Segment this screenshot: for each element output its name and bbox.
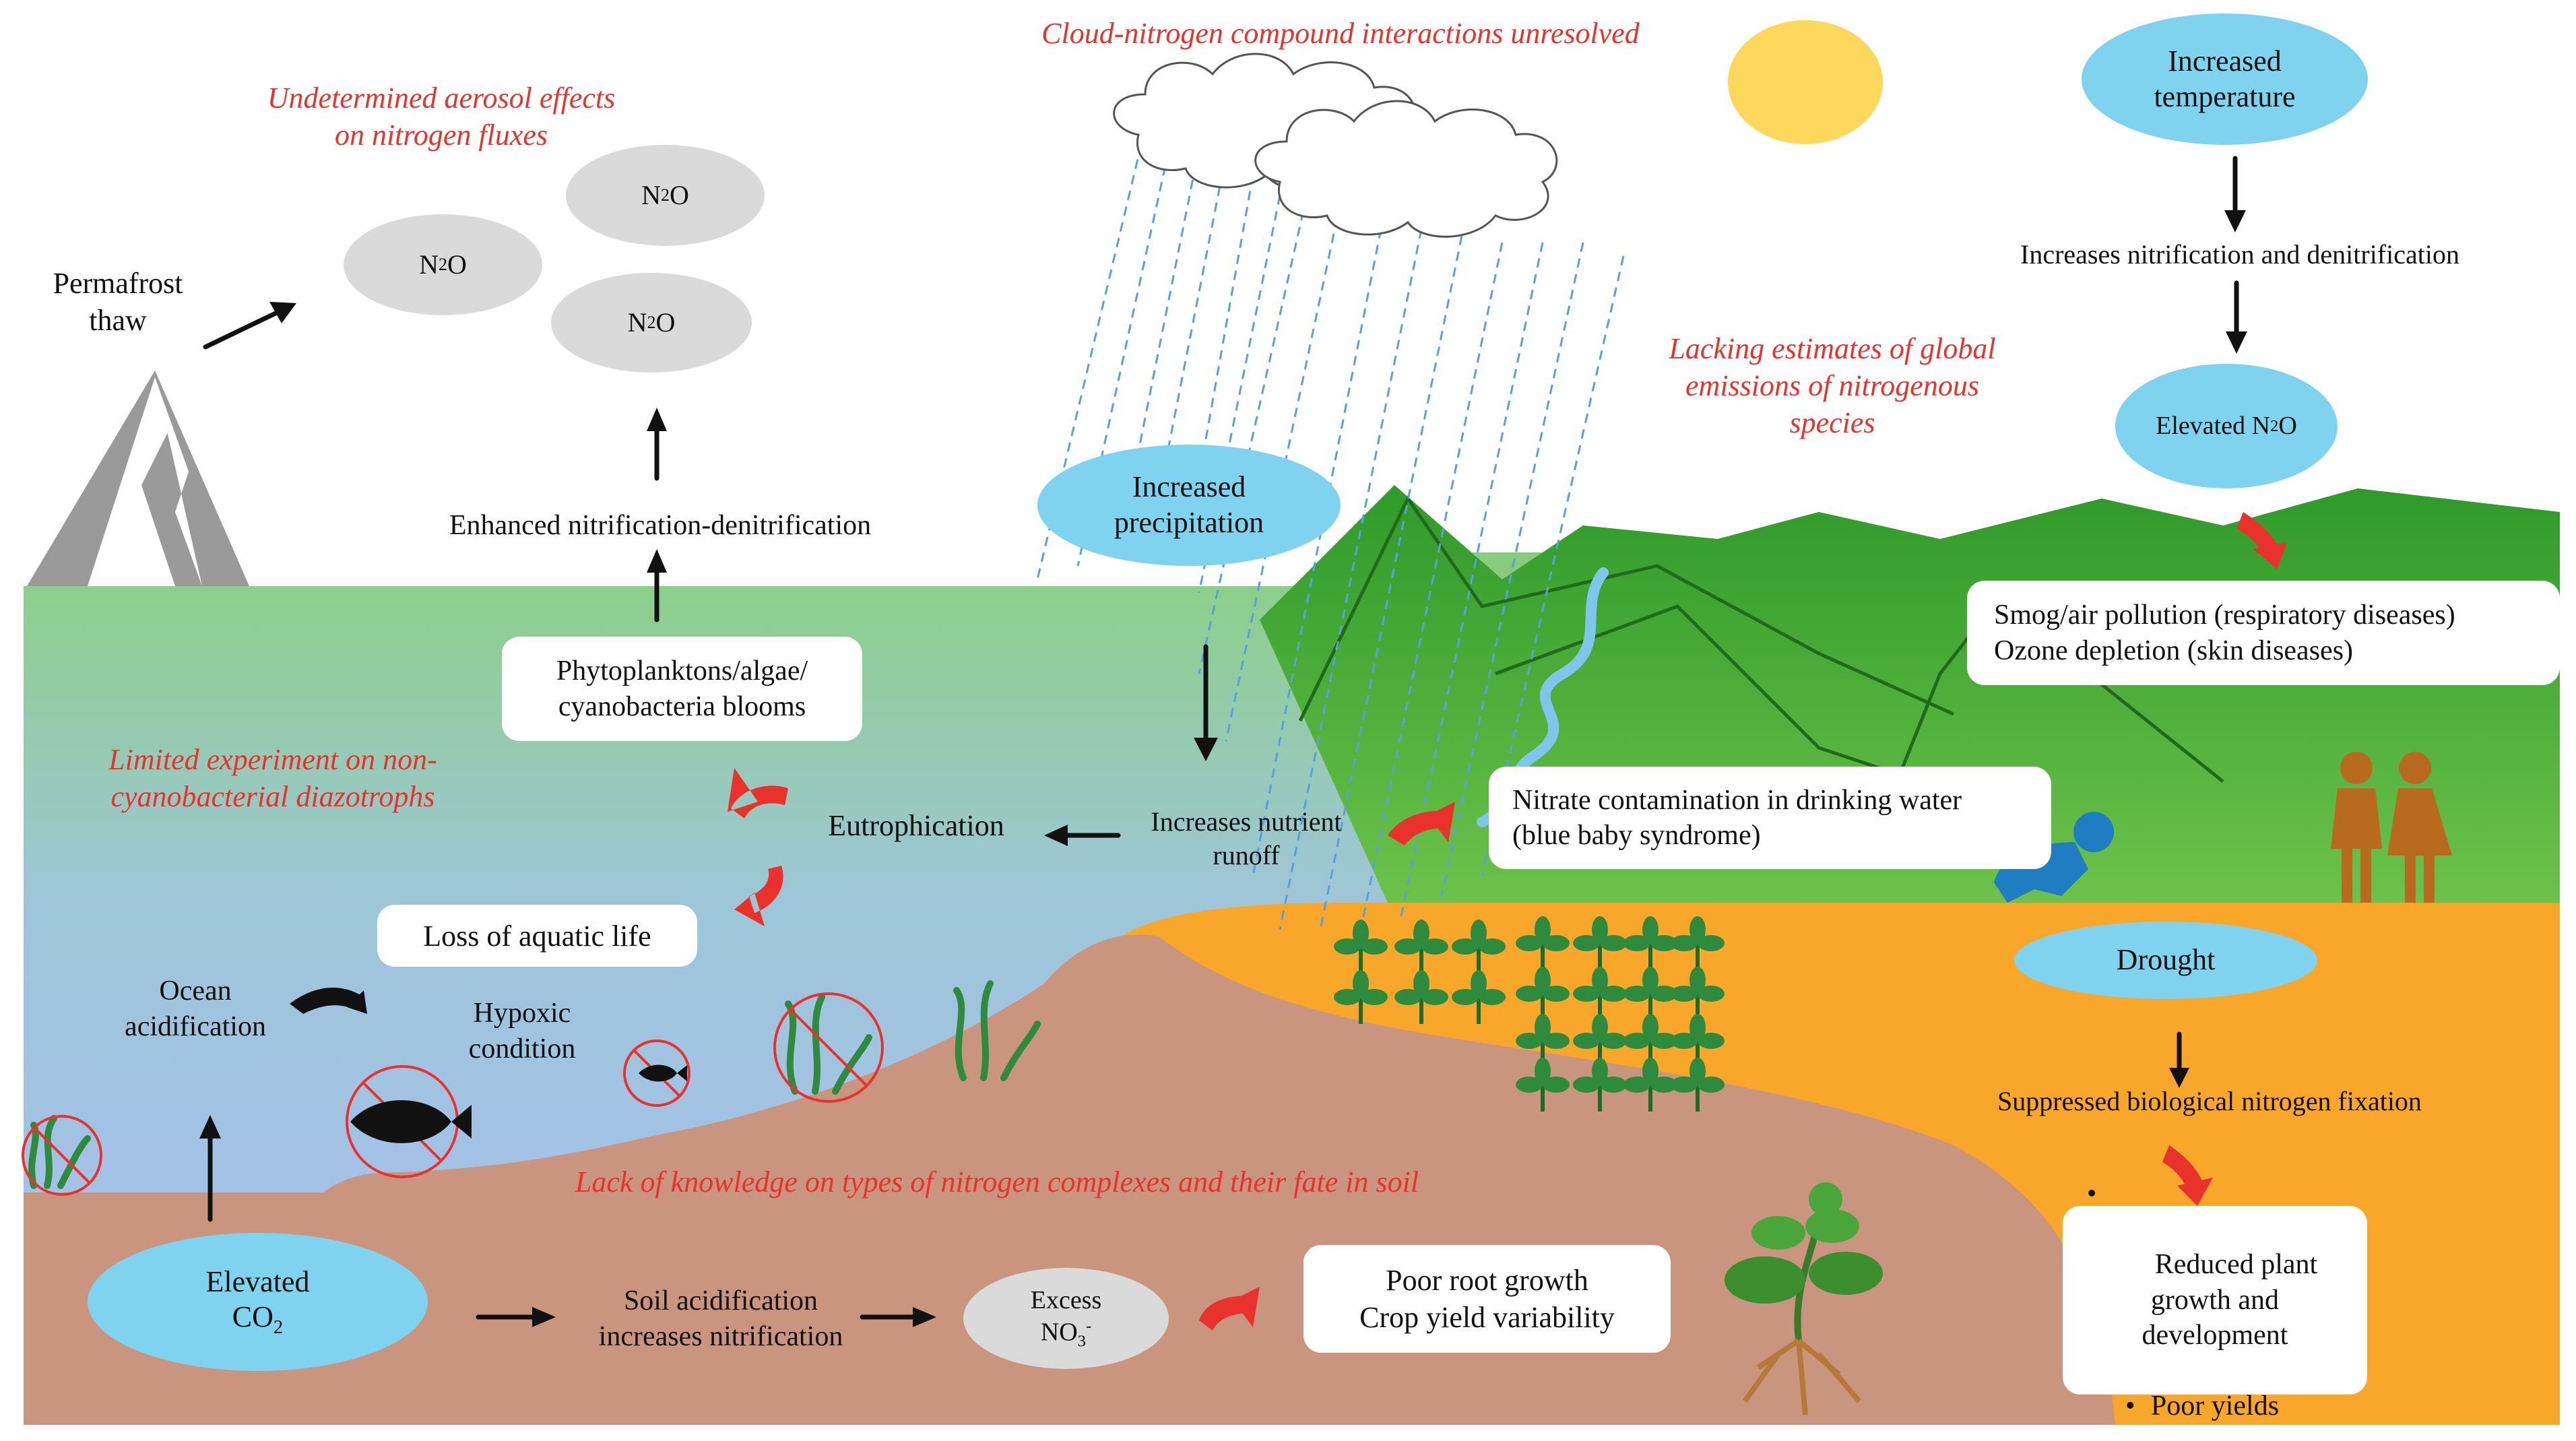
seedling-icon xyxy=(1623,967,1677,1021)
n2o-sub: 2 xyxy=(661,185,670,205)
arrow-heads xyxy=(199,210,2247,1327)
n2o-text: N xyxy=(627,307,647,338)
eutrophication-label: Eutrophication xyxy=(828,809,1004,842)
gap-diazotrophs: Limited experiment on non- cyanobacteria… xyxy=(108,743,437,813)
increased-precipitation-text: Increased precipitation xyxy=(1114,470,1264,539)
permafrost-label: Permafrost thaw xyxy=(53,267,183,337)
mountain-snow xyxy=(88,377,202,586)
hypoxic-label: Hypoxic condition xyxy=(468,998,576,1064)
seedling-icon xyxy=(1671,1014,1725,1068)
co2-main: CO xyxy=(232,1300,273,1334)
excess-no3-oval: Excess NO3- xyxy=(963,1268,1169,1369)
no3-sub: 3 xyxy=(1077,1332,1086,1351)
n2o-sub: 2 xyxy=(439,255,447,275)
n2o-tail: O xyxy=(655,307,676,338)
increased-precipitation-oval: Increased precipitation xyxy=(1037,445,1341,566)
sun xyxy=(1728,20,1883,144)
elevated-n2o-tail: O xyxy=(2278,411,2297,440)
increased-temperature-oval: Increased temperature xyxy=(2082,13,2368,145)
gap-global-emissions: Lacking estimates of global emissions of… xyxy=(1669,332,1996,439)
gap-soil-complexes: Lack of knowledge on types of nitrogen c… xyxy=(575,1165,1419,1198)
seedling-icon xyxy=(1516,1058,1570,1112)
poor-yields-item: • Poor yields xyxy=(2125,1388,2280,1424)
nitrate-text: Nitrate contamination in drinking water … xyxy=(1512,784,1962,852)
loss-aquatic-text: Loss of aquatic life xyxy=(423,919,651,953)
drought-oval: Drought xyxy=(2014,922,2317,999)
increases-runoff-label: Increases nutrient runoff xyxy=(1151,806,1342,870)
elevated-co2-text: Elevated xyxy=(205,1264,310,1298)
seedling-icon xyxy=(1671,967,1725,1021)
co2-text: CO2 xyxy=(232,1300,283,1339)
co2-sub: 2 xyxy=(273,1317,284,1339)
increases-nitrification-label: Increases nitrification and denitrificat… xyxy=(2020,239,2459,269)
seedling-icon xyxy=(1334,970,1388,1024)
increased-temperature-text: Increased temperature xyxy=(2154,44,2296,113)
seedling-icon xyxy=(1623,1058,1677,1112)
poor-yields-text: Poor yields xyxy=(2150,1390,2280,1422)
enhanced-nitrification-label: Enhanced nitrification-denitrification xyxy=(449,510,872,541)
n2o-text: N xyxy=(641,180,661,210)
seedling-icon xyxy=(1394,920,1448,973)
no3-main: NO xyxy=(1040,1318,1078,1347)
blooms-box: Phytoplanktons/algae/ cyanobacteria bloo… xyxy=(502,637,862,741)
elevated-n2o-sub: 2 xyxy=(2270,416,2279,435)
gap-cloud: Cloud-nitrogen compound interactions unr… xyxy=(1041,17,1640,50)
n2o-sub: 2 xyxy=(647,313,656,333)
rain xyxy=(1036,127,1625,930)
dead-fish-icons xyxy=(350,1064,687,1143)
elevated-n2o-text: Elevated N xyxy=(2156,411,2271,440)
seedling-icon xyxy=(1516,1014,1570,1068)
seedling-icon xyxy=(1573,967,1627,1021)
bullet-icon: • xyxy=(2125,1390,2135,1422)
seedling-icon xyxy=(1671,1058,1725,1112)
excess-text: Excess xyxy=(1030,1286,1102,1315)
reduced-plant-text: Reduced plant growth and development xyxy=(2142,1249,2318,1351)
seedling-icon xyxy=(1516,916,1570,970)
n2o-text: N xyxy=(419,249,439,280)
seedling-icon xyxy=(1516,967,1570,1021)
no3-text: NO3- xyxy=(1041,1316,1091,1351)
nitrate-box: Nitrate contamination in drinking water … xyxy=(1489,767,2051,869)
reduced-plant-box: • Reduced plant growth and development •… xyxy=(2063,1178,2367,1421)
blooms-text: Phytoplanktons/algae/ cyanobacteria bloo… xyxy=(556,655,808,722)
suppressed-bnf-label: Suppressed biological nitrogen fixation xyxy=(1997,1086,2422,1116)
smog-box: Smog/air pollution (respiratory diseases… xyxy=(1967,581,2560,685)
soil-acidification-label: Soil acidification increases nitrificati… xyxy=(598,1285,843,1352)
clouds xyxy=(1113,53,1558,238)
seedling-icon xyxy=(1573,1058,1627,1112)
seedling-icon xyxy=(1334,920,1388,973)
seedling-icon xyxy=(1452,920,1506,973)
no3-sup: - xyxy=(1086,1316,1092,1335)
crop-seedlings xyxy=(1334,916,1725,1112)
n2o-tail: O xyxy=(670,180,689,210)
seedling-icon xyxy=(1394,970,1448,1024)
seedling-icon xyxy=(1671,916,1725,970)
elevated-co2-oval: Elevated CO2 xyxy=(88,1233,428,1371)
seedling-icon xyxy=(1452,970,1506,1024)
ocean-acidification-label: Ocean acidification xyxy=(125,975,266,1042)
red-curved-arrows xyxy=(728,512,2287,1331)
poor-root-box: Poor root growth Crop yield variability xyxy=(1303,1245,1671,1353)
reduced-plant-item: • Reduced plant growth and development xyxy=(2087,1176,2318,1388)
smog-text: Smog/air pollution (respiratory diseases… xyxy=(1994,600,2455,666)
seedling-icon xyxy=(1573,916,1627,970)
loss-aquatic-box: Loss of aquatic life xyxy=(377,905,697,967)
poor-root-text: Poor root growth Crop yield variability xyxy=(1359,1264,1615,1334)
drought-text: Drought xyxy=(2116,943,2216,977)
bullet-icon: • xyxy=(2086,1178,2097,1210)
gap-aerosol: Undetermined aerosol effects on nitrogen… xyxy=(267,82,616,152)
people-icon xyxy=(2331,752,2452,903)
seedling-icon xyxy=(1623,916,1677,970)
n2o-tail: O xyxy=(447,249,467,280)
plant-with-roots xyxy=(1725,1182,1883,1415)
prohibition-signs xyxy=(22,992,884,1196)
